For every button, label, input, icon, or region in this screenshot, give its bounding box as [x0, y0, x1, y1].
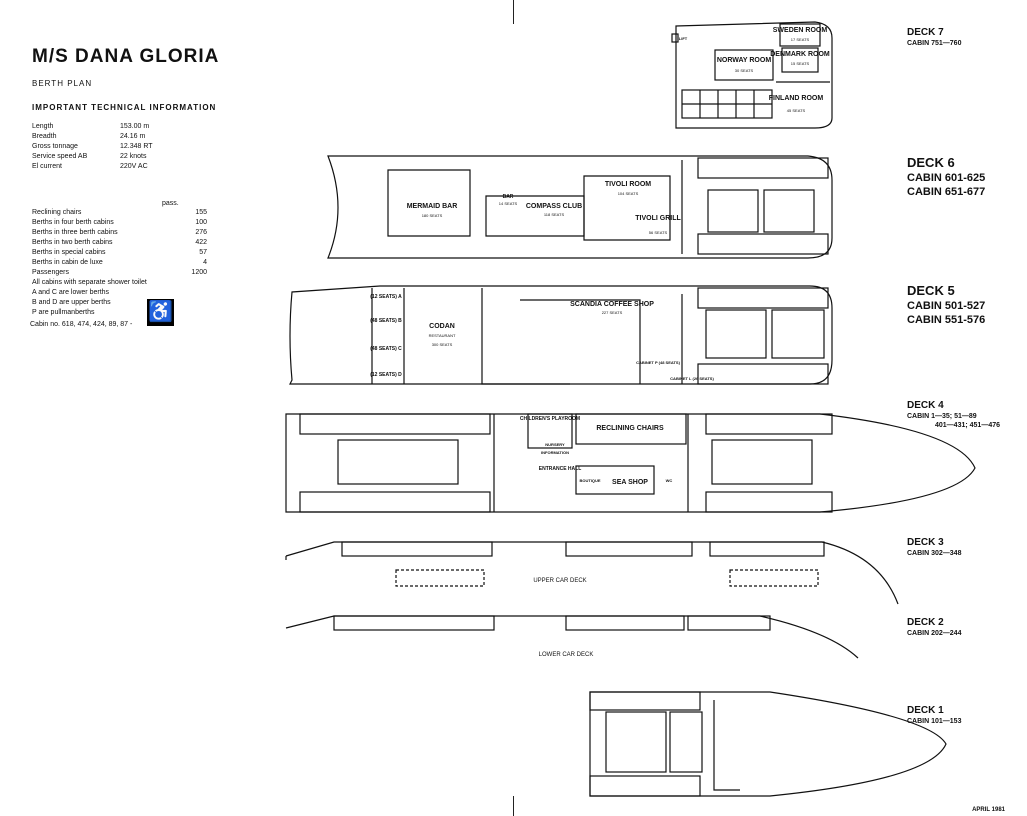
lower-car-deck-label: LOWER CAR DECK [539, 652, 594, 658]
deck-2-plan [285, 615, 859, 659]
document-subtitle: BERTH PLAN [32, 79, 93, 88]
deck-1-plan [589, 691, 947, 797]
deck-2-label: DECK 2 CABIN 202—244 [907, 617, 962, 637]
deck-7-plan [671, 21, 833, 129]
tivoli-room-label: TIVOLI ROOM [605, 181, 651, 188]
wc-label: WC [666, 478, 673, 483]
info-heading: IMPORTANT TECHNICAL INFORMATION [32, 103, 217, 112]
codan-seats: 300 SEATS [432, 342, 453, 347]
deck-5-plan [289, 285, 833, 385]
lift-label: LIFT [679, 36, 688, 41]
cabinet-p-label: CABINET P (48 SEATS) [636, 360, 681, 365]
codan-label: CODAN [429, 323, 455, 330]
deck-1-label: DECK 1 CABIN 101—153 [907, 705, 962, 725]
norway-room-seats: 30 SEATS [735, 68, 754, 73]
deck-5-label: DECK 5 CABIN 501-527 CABIN 551-576 [907, 283, 986, 326]
mermaid-bar-seats: 180 SEATS [422, 213, 443, 218]
scandia-label: SCANDIA COFFEE SHOP [570, 301, 654, 308]
document-title: M/S DANA GLORIA [32, 46, 220, 67]
tivoli-grill-seats: 56 SEATS [649, 230, 668, 235]
nursery-label: NURSERY [545, 442, 565, 447]
bar-label: BAR [503, 194, 514, 200]
deck-6-plan [327, 155, 833, 259]
denmark-room-label: DENMARK ROOM [770, 51, 830, 58]
finland-room-label: FINLAND ROOM [769, 95, 824, 102]
bar-seats: 14 SEATS [499, 201, 518, 206]
print-date: APRIL 1981 [972, 807, 1005, 813]
scandia-seats: 227 SEATS [602, 310, 623, 315]
room-b-label: (48 SEATS) B [370, 318, 402, 324]
room-c-label: (48 SEATS) C [370, 346, 402, 352]
norway-room-label: NORWAY ROOM [717, 57, 771, 64]
compass-club-seats: 118 SEATS [544, 212, 565, 217]
reclining-chairs-label: RECLINING CHAIRS [596, 425, 664, 432]
sweden-room-label: SWEDEN ROOM [773, 27, 828, 34]
information-label: INFORMATION [541, 450, 569, 455]
deck-4-plan [285, 413, 976, 513]
fold-line-top [513, 0, 514, 24]
accessible-cabins-note: Cabin no. 618, 474, 424, 89, 87 - [30, 321, 133, 328]
compass-club-label: COMPASS CLUB [526, 203, 582, 210]
cabinet-l-label: CABINET L (26 SEATS) [670, 376, 714, 381]
wheelchair-icon: ♿ [147, 299, 174, 326]
pass-heading: pass. [162, 200, 179, 207]
entrance-hall-label: ENTRANCE HALL [539, 466, 582, 472]
boutique-label: BOUTIQUE [579, 478, 600, 483]
deck-4-label: DECK 4 CABIN 1—35; 51—89 401—431; 451—47… [907, 400, 1000, 429]
upper-car-deck-label: UPPER CAR DECK [533, 578, 586, 584]
childrens-playroom-label: CHILDREN'S PLAYROOM [520, 416, 580, 422]
deck-7-label: DECK 7 CABIN 751—760 [907, 27, 962, 47]
sweden-room-seats: 17 SEATS [791, 37, 810, 42]
fold-line-bottom [513, 796, 514, 816]
tivoli-room-seats: 104 SEATS [618, 191, 639, 196]
deck-6-label: DECK 6 CABIN 601-625 CABIN 651-677 [907, 155, 986, 198]
finland-room-seats: 45 SEATS [787, 108, 806, 113]
mermaid-bar-label: MERMAID BAR [407, 203, 458, 210]
tivoli-grill-label: TIVOLI GRILL [635, 215, 681, 222]
codan-sub-label: RESTAURANT [429, 333, 456, 338]
room-d-label: (12 SEATS) D [370, 372, 402, 378]
denmark-room-seats: 15 SEATS [791, 61, 810, 66]
room-a-label: (12 SEATS) A [370, 294, 402, 300]
deck-3-plan [285, 541, 899, 605]
deck-3-label: DECK 3 CABIN 302—348 [907, 537, 962, 557]
sea-shop-label: SEA SHOP [612, 479, 648, 486]
